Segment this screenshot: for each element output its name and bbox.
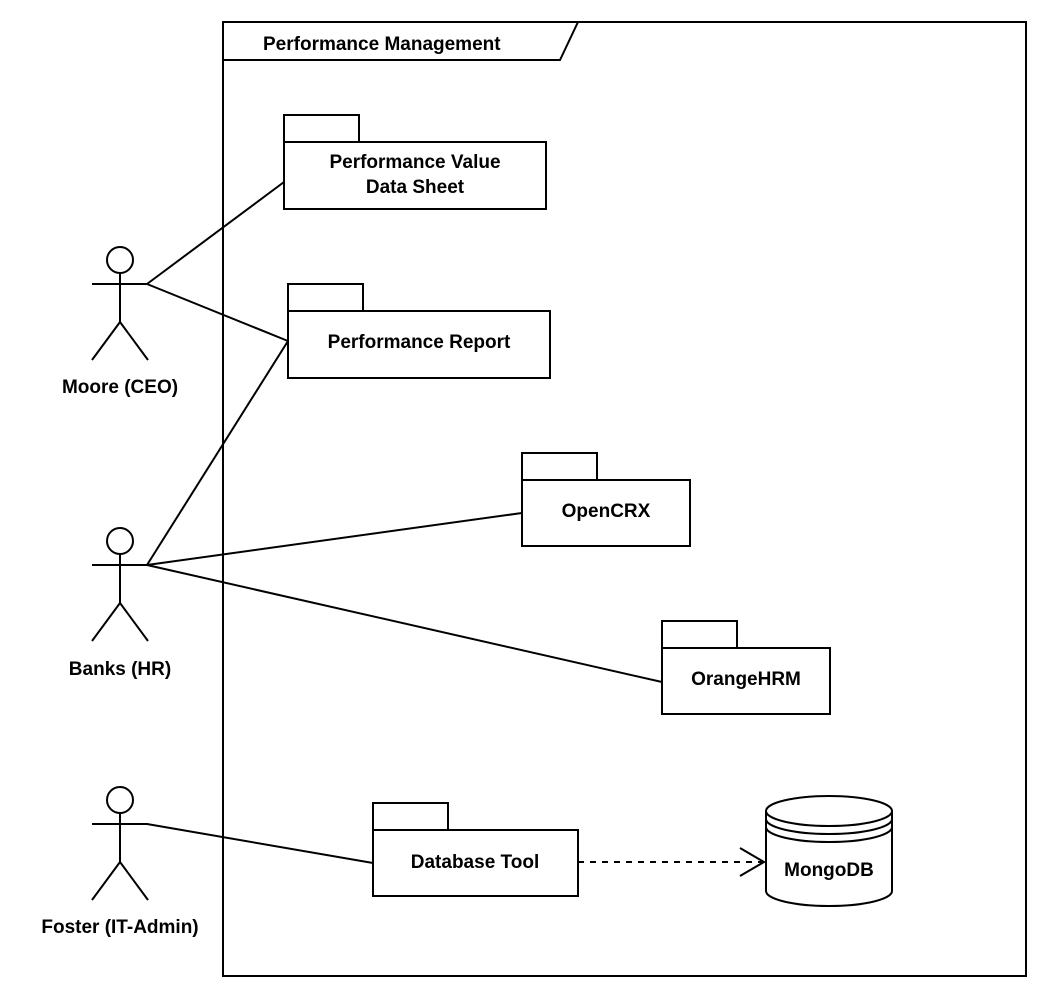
- banks-orangehrm-association: [146, 564, 663, 683]
- package-label-line1: Performance Value: [329, 152, 500, 173]
- cylinder-top: [765, 795, 893, 827]
- frame-border: [222, 21, 1027, 977]
- package-tab: [661, 620, 738, 649]
- package-orangehrm: OrangeHRM: [661, 620, 831, 715]
- database-label: MongoDB: [784, 860, 874, 881]
- actor-leg-right: [119, 321, 149, 361]
- package-report: Performance Report: [287, 283, 551, 379]
- package-database-tool: Database Tool: [372, 802, 579, 897]
- package-tab: [283, 114, 360, 143]
- package-tab: [287, 283, 364, 312]
- package-tab: [521, 452, 598, 481]
- actor-moore: Moore (CEO): [62, 246, 178, 398]
- package-body: [283, 141, 547, 210]
- actor-leg-left: [91, 861, 121, 901]
- package-body: [661, 647, 831, 715]
- actor-label-moore: Moore (CEO): [62, 377, 178, 398]
- banks-opencrx-association: [146, 512, 523, 566]
- cylinder-body: [765, 811, 893, 907]
- package-label: OrangeHRM: [691, 669, 801, 690]
- database-mongodb: MongoDB: [765, 795, 893, 907]
- actor-label-foster: Foster (IT-Admin): [41, 917, 198, 938]
- actor-label-banks: Banks (HR): [69, 659, 171, 680]
- cylinder-ring-2: [765, 826, 893, 843]
- package-label: OpenCRX: [562, 501, 651, 522]
- dependency-arrowhead: [739, 847, 766, 877]
- package-data-sheet: Performance Value Data Sheet: [283, 114, 547, 210]
- package-body: [372, 829, 579, 897]
- cylinder-ring-1: [765, 818, 893, 835]
- moore-datasheet-association: [146, 181, 285, 285]
- package-label: Database Tool: [411, 852, 539, 873]
- foster-dbtool-association: [146, 823, 374, 864]
- moore-report-association: [146, 283, 289, 342]
- actor-banks: Banks (HR): [69, 527, 171, 680]
- system-frame: Performance Management: [222, 21, 1027, 977]
- package-body: [287, 310, 551, 379]
- package-tab: [372, 802, 449, 831]
- actor-head: [106, 786, 134, 814]
- actor-leg-right: [119, 861, 149, 901]
- actor-head: [106, 527, 134, 555]
- frame-title: Performance Management: [263, 34, 501, 55]
- package-label-line2: Data Sheet: [366, 177, 465, 198]
- actor-leg-left: [91, 321, 121, 361]
- package-body: [521, 479, 691, 547]
- banks-report-association: [146, 340, 289, 566]
- actor-head: [106, 246, 134, 274]
- frame-title-tab: [223, 21, 579, 61]
- actor-foster: Foster (IT-Admin): [41, 786, 199, 938]
- package-opencrx: OpenCRX: [521, 452, 691, 547]
- actor-leg-right: [119, 602, 149, 642]
- actor-leg-left: [91, 602, 121, 642]
- package-label: Performance Report: [328, 332, 511, 353]
- associations: [146, 181, 766, 877]
